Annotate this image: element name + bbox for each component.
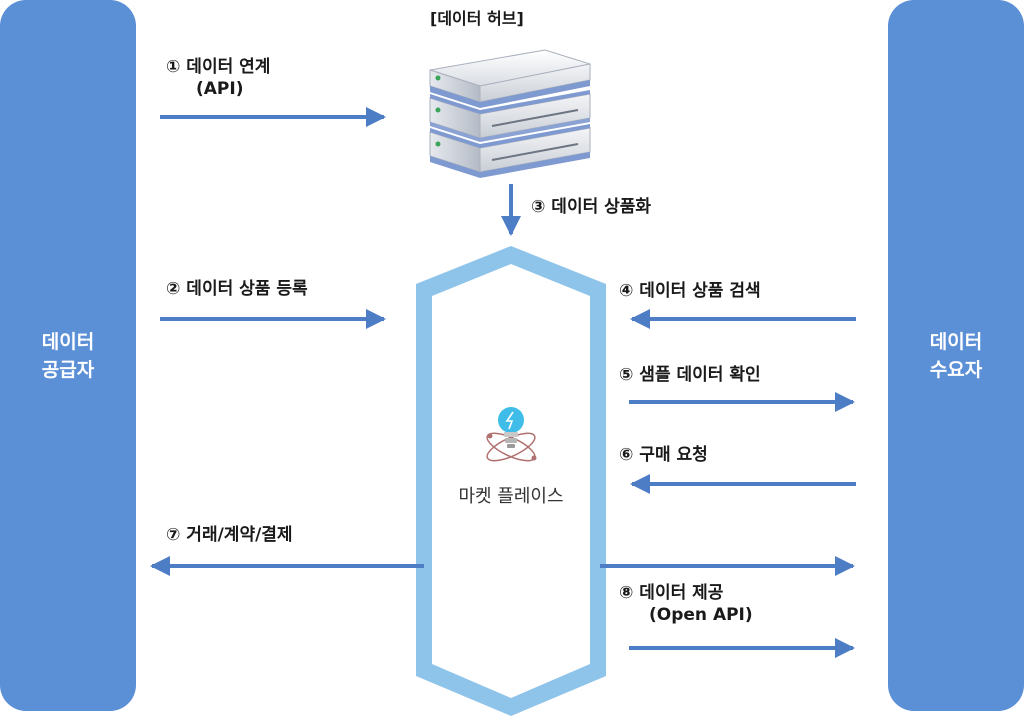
- step6-label: ⑥ 구매 요청: [619, 445, 708, 465]
- step8-subtext: (Open API): [649, 605, 753, 625]
- arrows: [150, 107, 856, 658]
- step3-label: ③ 데이터 상품화: [531, 197, 652, 217]
- step4-label: ④ 데이터 상품 검색: [619, 281, 761, 301]
- step1-text: ① 데이터 연계: [166, 57, 271, 77]
- step1-label: ① 데이터 연계 (API): [166, 56, 270, 100]
- step8-text: ⑧ 데이터 제공: [619, 583, 724, 603]
- step7-label: ⑦ 거래/계약/결제: [166, 525, 293, 545]
- marketplace-label: 마켓 플레이스: [458, 486, 564, 507]
- lightbulb-idea-icon: [486, 407, 537, 462]
- consumer-label-line1: 데이터: [929, 330, 983, 353]
- data-supplier-panel: 데이터 공급자: [0, 0, 136, 711]
- data-hub-title: [데이터 허브]: [430, 9, 524, 28]
- step2-label: ② 데이터 상품 등록: [166, 279, 308, 299]
- step1-subtext: (API): [196, 79, 244, 99]
- step5-label: ⑤ 샘플 데이터 확인: [619, 365, 761, 385]
- supplier-label-line1: 데이터: [41, 330, 95, 353]
- consumer-label-line2: 수요자: [929, 358, 983, 381]
- supplier-label-line2: 공급자: [41, 358, 95, 381]
- step8-label: ⑧ 데이터 제공 (Open API): [619, 582, 753, 626]
- server-stack-icon: [429, 49, 591, 178]
- data-consumer-panel: 데이터 수요자: [888, 0, 1024, 711]
- marketplace-hexagon: [416, 246, 606, 716]
